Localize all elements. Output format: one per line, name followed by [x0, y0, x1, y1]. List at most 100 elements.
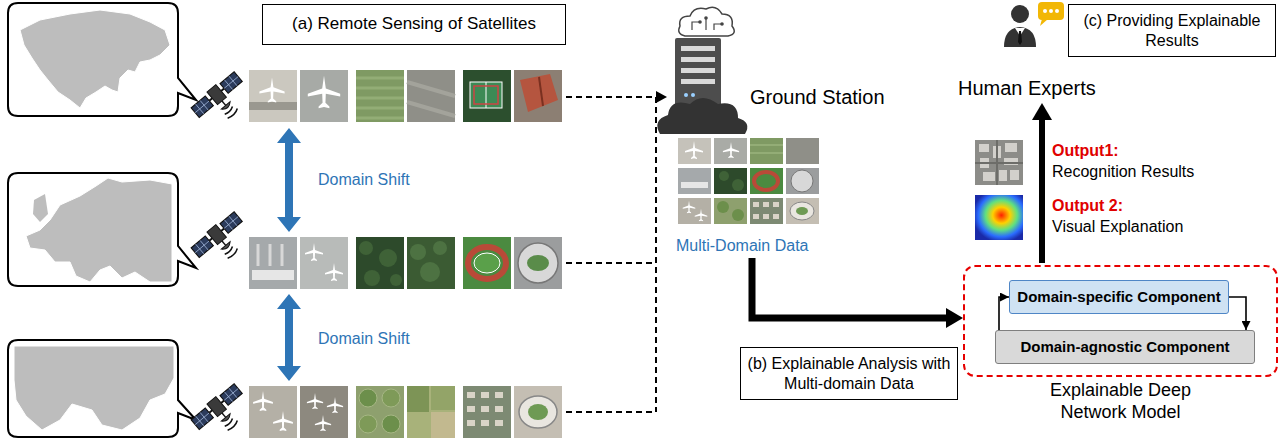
expert-icon [1004, 2, 1064, 47]
expert-icon [1004, 27, 1036, 47]
multi-domain-images [685, 141, 703, 159]
multi-domain-images [681, 182, 708, 188]
multi-domain-images [786, 198, 819, 224]
expert-icon [1055, 9, 1059, 13]
map-bubble [8, 173, 196, 286]
satellite-images [249, 102, 297, 110]
domain-shift-label: Domain Shift [318, 329, 410, 348]
flow-arrow [946, 308, 963, 328]
ground-station-icon [681, 46, 715, 51]
satellite-images [379, 249, 397, 267]
title-box: (a) Remote Sensing of Satellites [262, 4, 566, 45]
satellite-images [463, 386, 511, 438]
ground-station-icon [698, 20, 702, 24]
satellite-images [249, 237, 562, 289]
domain-shift-arrow [277, 128, 301, 232]
ground-station-icon [681, 57, 715, 62]
multi-domain-images [786, 168, 819, 194]
connector-arrow [999, 297, 1009, 330]
satellite-images [407, 386, 455, 438]
satellite-images [382, 389, 400, 407]
expert-icon [1043, 9, 1047, 13]
multi-domain-images [719, 171, 729, 181]
downlink-line [566, 97, 656, 412]
flow-arrow [752, 258, 948, 318]
domain-shift-label: Domain Shift [318, 170, 410, 189]
satellite-images [249, 70, 562, 122]
satellite-images [431, 412, 455, 438]
expert-label: Human Experts [958, 76, 1096, 100]
multi-domain-images [714, 168, 747, 194]
node-text: (b) Explainable Analysis with Multi-doma… [747, 354, 951, 393]
satellite-images [300, 70, 348, 122]
satellite-images [519, 396, 557, 428]
domain-shift-arrow [277, 294, 301, 381]
flow-arrow [1039, 118, 1045, 263]
satellite-images [249, 386, 297, 438]
connector-arrow [1229, 297, 1246, 330]
multi-domain-images [695, 209, 708, 222]
title-box: (b) Explainable Analysis with Multi-doma… [740, 347, 958, 400]
flow-arrow [1032, 103, 1052, 120]
multi-domain-images [750, 145, 783, 153]
satellite-images [514, 70, 562, 122]
multi-domain-images [790, 202, 814, 220]
ground-station-icon [679, 7, 734, 36]
satellite-images [407, 82, 455, 116]
map-bubble [8, 340, 196, 437]
satellite-images [300, 237, 348, 289]
satellite-images [356, 70, 404, 122]
output-images [975, 140, 1023, 240]
satellite-images [327, 397, 343, 413]
output-images [975, 140, 1023, 185]
node-text: Domain-specific Component [1017, 288, 1220, 306]
component-box: Domain-specific Component [1009, 280, 1229, 314]
domain-shift-arrow [277, 128, 301, 381]
satellite-images [356, 237, 404, 289]
satellite-images [307, 393, 323, 409]
multi-domain-images [678, 168, 711, 194]
map-bubble [26, 178, 172, 282]
satellite-images [470, 82, 502, 108]
satellite-images [433, 241, 447, 255]
satellite-images [252, 270, 294, 280]
multi-domain-images [714, 138, 747, 164]
downlink-line [656, 91, 667, 103]
node-text: (c) Providing Explainable Results [1075, 11, 1269, 50]
satellite-icon [190, 382, 249, 437]
satellite-images [305, 243, 323, 261]
satellite-images [308, 76, 340, 108]
satellite-icon [190, 70, 249, 437]
ground-station-icon [692, 18, 722, 30]
satellite-images [258, 244, 282, 266]
ground-station-icon [681, 79, 715, 84]
satellite-images [359, 389, 377, 407]
node-heading: Explainable Deep Network Model [1031, 380, 1211, 423]
output-images [975, 195, 1023, 240]
satellite-images [407, 70, 455, 122]
satellite-images [315, 415, 331, 431]
satellite-images [364, 270, 380, 286]
satellite-images [527, 255, 549, 271]
multi-domain-images [678, 198, 711, 224]
multi-domain-images [791, 170, 813, 192]
satellite-images [410, 244, 426, 260]
satellite-images [325, 263, 343, 281]
satellite-images [420, 262, 440, 282]
output-label: Output1: [1052, 141, 1119, 160]
satellite-images [259, 77, 284, 102]
expert-icon [1011, 5, 1029, 23]
ground-station-icon [657, 98, 747, 134]
multi-domain-images [753, 202, 779, 219]
multi-domain-images [732, 179, 744, 191]
multi-domain-images [750, 138, 783, 164]
satellite-images [518, 243, 558, 283]
map-bubble [33, 194, 48, 222]
expert-icon [1049, 9, 1053, 13]
satellite-images [468, 247, 506, 279]
expert-icon [1040, 19, 1048, 26]
data-label: Multi-Domain Data [676, 236, 808, 255]
multi-domain-images [786, 138, 819, 164]
multi-domain-images [714, 198, 747, 224]
expert-icon [1038, 2, 1064, 20]
